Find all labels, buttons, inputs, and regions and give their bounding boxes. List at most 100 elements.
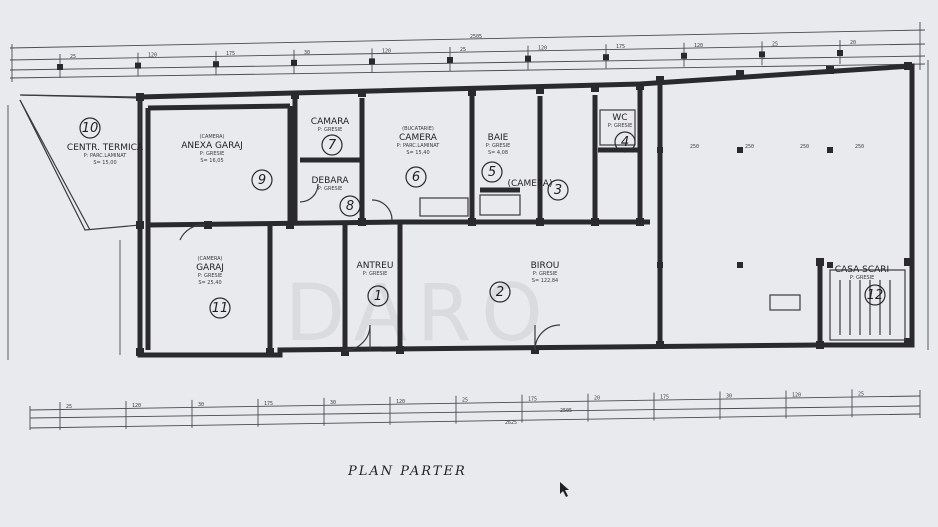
- pillar-mark: [636, 218, 644, 226]
- room-number-circle: [547, 179, 569, 201]
- pillar-mark: [341, 348, 349, 356]
- bottom-dimension-lines: [29, 390, 921, 430]
- pillar-mark: [396, 346, 404, 354]
- dimension-marker: [837, 50, 843, 56]
- dimension-label: 25: [858, 391, 864, 397]
- room-name: CASA SCARI: [835, 265, 889, 275]
- pillar-mark: [736, 70, 744, 78]
- centrala-termica-outline: [19, 94, 141, 231]
- dimension-marker: [369, 58, 375, 65]
- dimension-label: 175: [660, 395, 669, 401]
- room-name: DEBARA: [312, 176, 350, 186]
- room-number-circle: [405, 166, 427, 188]
- room-area: S= 15,40: [406, 150, 429, 156]
- pillar-mark: [657, 262, 663, 268]
- room-area: S= 15,00: [93, 160, 116, 166]
- pillar-mark: [468, 218, 476, 226]
- dimension-label: 20: [594, 396, 600, 402]
- dimension-label: 120: [396, 399, 405, 405]
- pillar-mark: [737, 147, 743, 153]
- pillar-mark: [204, 221, 212, 229]
- room-number: 9: [258, 173, 266, 188]
- dimension-marker: [759, 51, 765, 58]
- room-number-circle: [481, 161, 503, 183]
- pillar-mark: [827, 262, 833, 268]
- mouse-cursor-icon: [560, 482, 569, 497]
- room-number-circle: [79, 117, 101, 139]
- pillar-mark: [816, 341, 824, 349]
- watermark: DARO: [285, 269, 553, 359]
- pillar-mark: [136, 93, 144, 101]
- room-number: 1: [374, 289, 382, 304]
- stair-drawing: [829, 269, 906, 341]
- pillars: [136, 62, 912, 356]
- room-name: ANEXA GARAJ: [181, 141, 243, 151]
- room-number: 10: [82, 121, 99, 136]
- room-name: ANTREU: [357, 261, 394, 271]
- dimension-label: 175: [528, 397, 537, 403]
- room-floor: P: GRESIE: [486, 143, 511, 149]
- dimension-marker: [135, 62, 141, 69]
- room-number: 2: [496, 285, 504, 300]
- room-area: S= 4,08: [488, 150, 508, 156]
- pillar-mark: [816, 258, 824, 266]
- room-number-circle: [614, 131, 636, 153]
- room-area: S= 122,84: [532, 278, 558, 284]
- dimension-marker: [291, 59, 297, 66]
- dimension-label: 120: [538, 46, 547, 52]
- room-number: 3: [554, 183, 562, 198]
- room-name: GARAJ: [196, 263, 224, 273]
- dimension-total-bottom: 2505: [560, 408, 572, 414]
- pillar-mark: [358, 218, 366, 226]
- plan-title: PLAN PARTER: [347, 464, 467, 479]
- dimension-label: 20: [850, 40, 856, 46]
- pillar-mark: [904, 338, 912, 346]
- dimension-label: 120: [148, 53, 157, 59]
- room-number-circle: [209, 297, 231, 319]
- pillar-mark: [136, 221, 144, 229]
- pillar-mark: [591, 218, 599, 226]
- room-number: 8: [346, 199, 354, 214]
- pillar-mark: [904, 62, 912, 70]
- room-floor: P: GRESIE: [198, 273, 223, 279]
- dimension-total-bottom-2: 2625: [505, 420, 517, 426]
- room-floor: P: PARC.LAMINAT: [397, 143, 441, 149]
- room-floor: P: GRESIE: [363, 271, 388, 277]
- room-name: CAMERA: [399, 133, 438, 143]
- dimension-label: 30: [198, 402, 204, 408]
- room-number: 12: [867, 288, 884, 303]
- room-floor: P: GRESIE: [318, 127, 343, 133]
- dimension-label: 120: [792, 392, 801, 398]
- room-area: S= 25,40: [198, 280, 221, 286]
- dimension-label: 30: [726, 394, 732, 400]
- room-floor: P: GRESIE: [318, 186, 343, 192]
- dimension-marker: [213, 61, 219, 68]
- room-floor: P: GRESIE: [533, 271, 558, 277]
- pillar-mark: [591, 84, 599, 92]
- room-floor: P: GRESIE: [850, 275, 875, 281]
- dimension-label: 25: [66, 404, 72, 410]
- pillar-mark: [136, 348, 144, 356]
- room-number: 4: [621, 135, 629, 150]
- dimension-label: 120: [694, 43, 703, 49]
- dimension-label: 175: [616, 44, 625, 50]
- room-tag: (CAMERA): [200, 134, 225, 140]
- pillar-mark: [656, 76, 664, 84]
- dimension-label: 25: [772, 41, 778, 47]
- pillar-mark: [266, 348, 274, 356]
- dimension-label: 250: [745, 144, 754, 150]
- dimension-label: 25: [70, 54, 76, 60]
- exterior-walls: [137, 63, 915, 358]
- dimension-label: 25: [462, 398, 468, 404]
- dimension-label: 120: [132, 403, 141, 409]
- room-number-circle: [864, 284, 886, 306]
- dimension-label: 250: [800, 144, 809, 150]
